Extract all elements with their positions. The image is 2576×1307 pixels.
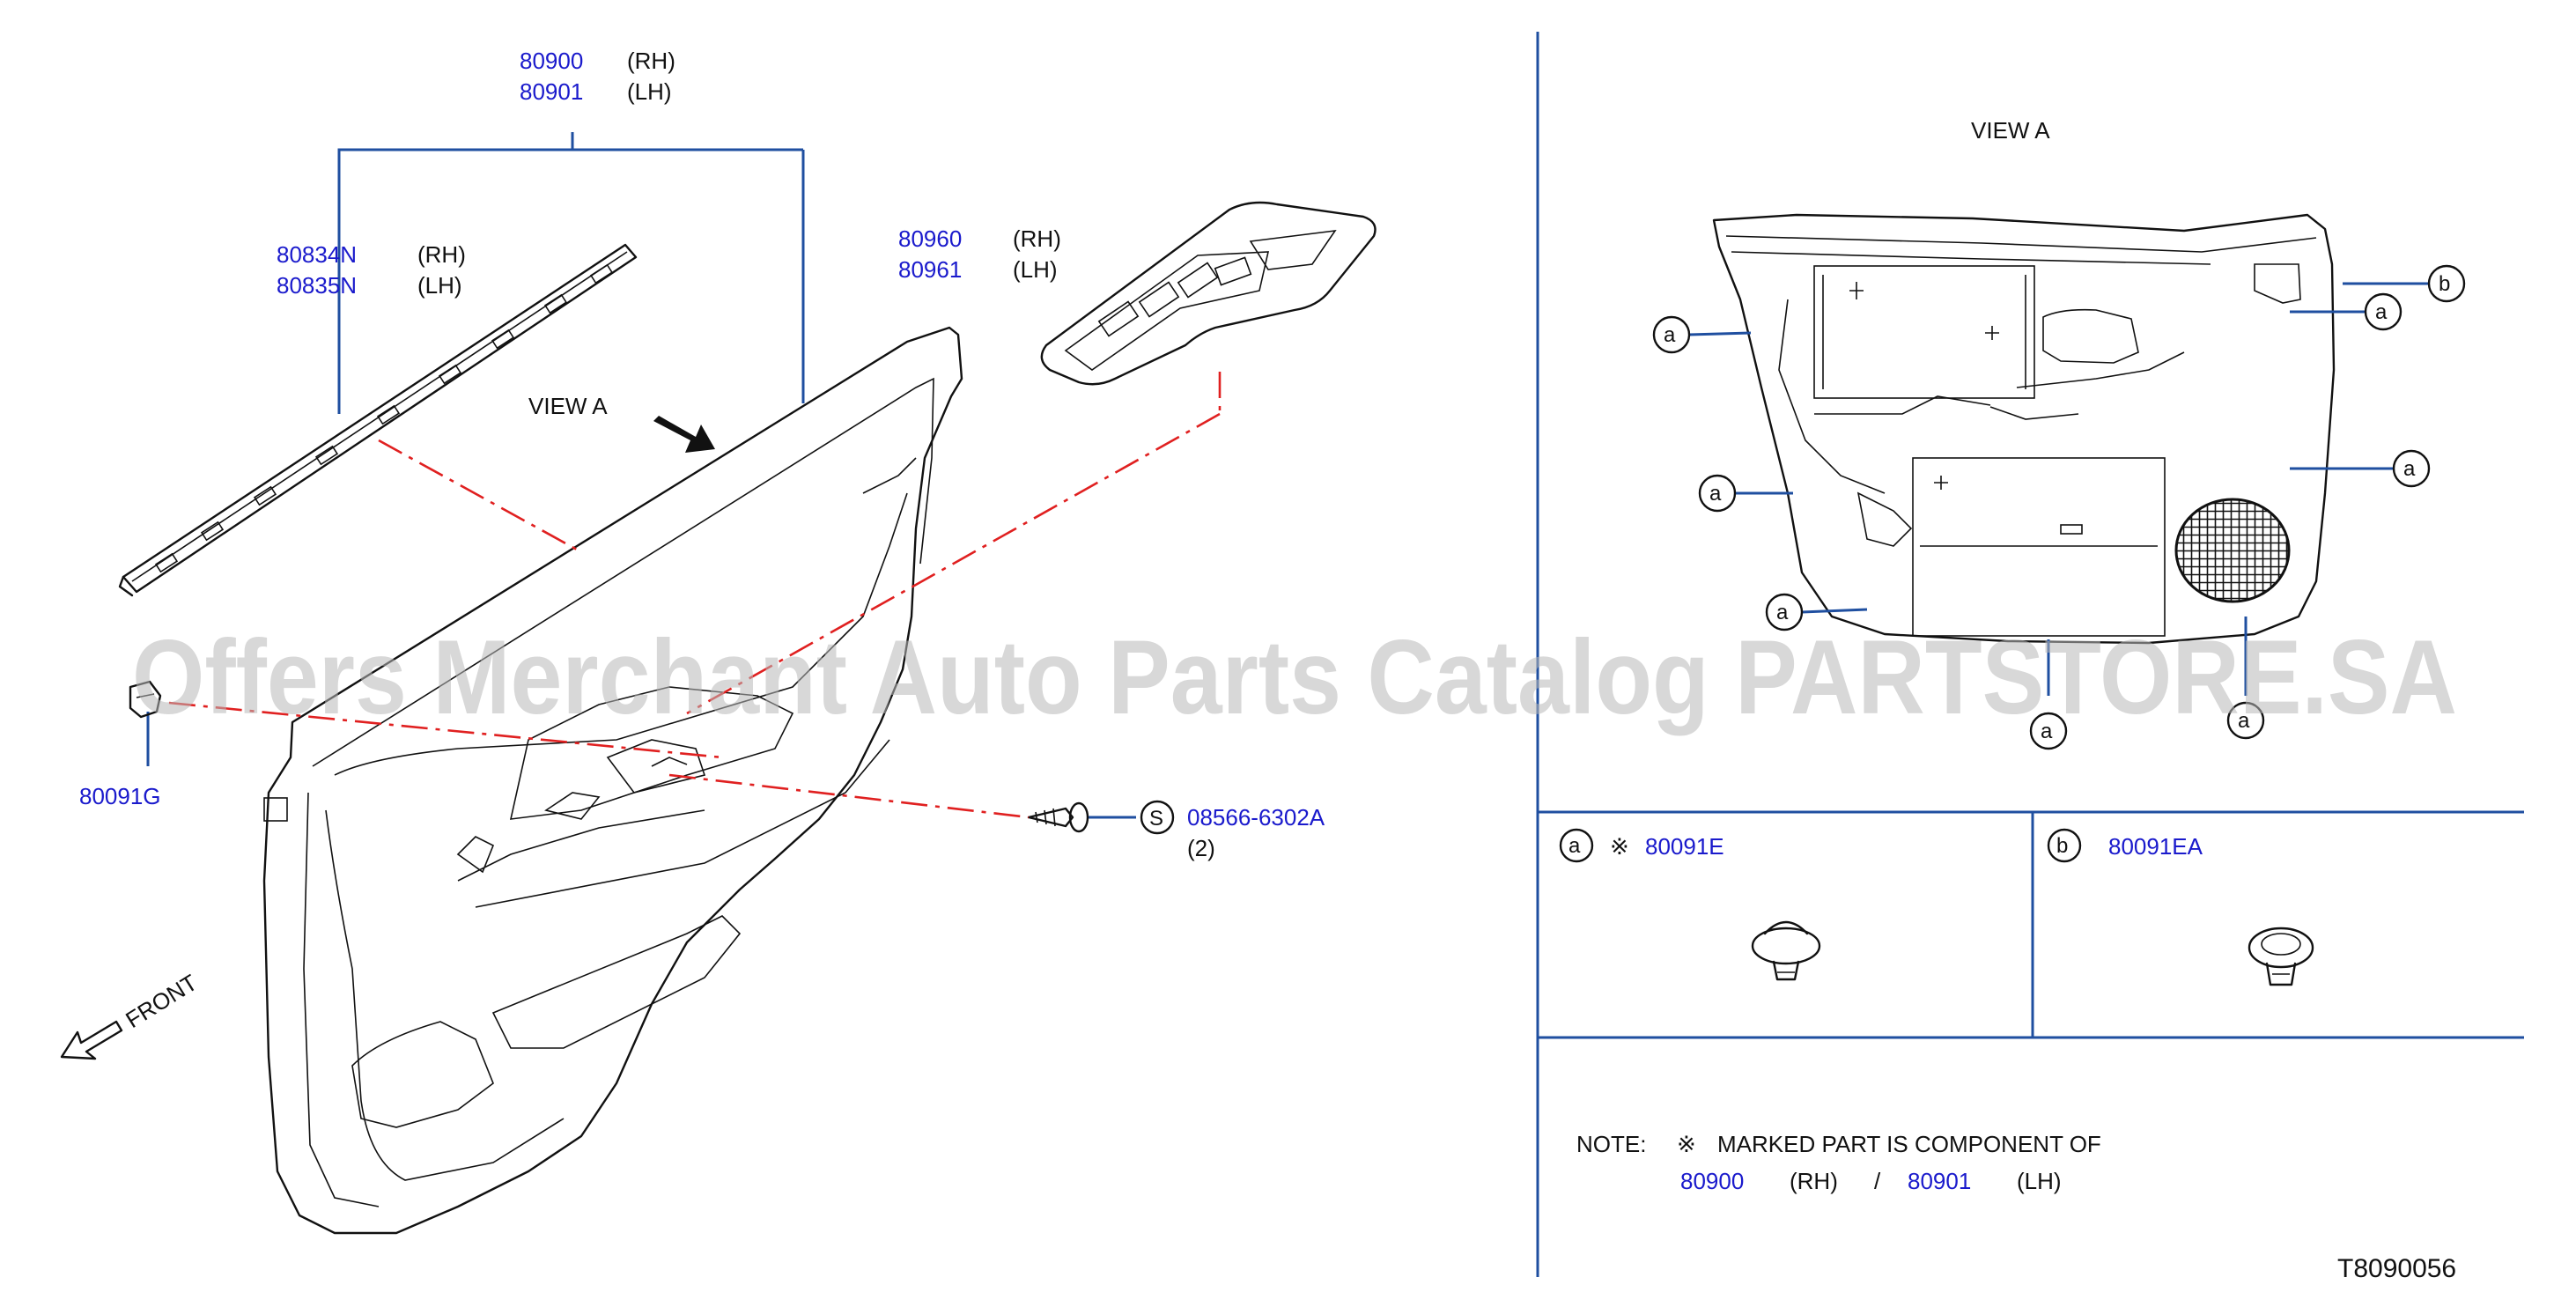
clip-marker-a: a [2364,292,2403,331]
front-label: FRONT [121,969,202,1033]
svg-text:a: a [2375,300,2388,324]
note-prefix: NOTE: [1576,1131,1646,1157]
part-number-80835N: 80835N [277,272,357,299]
side-rh: (RH) [627,48,675,74]
side-lh: (LH) [417,272,462,299]
part-number-80901: 80901 [520,78,583,105]
svg-text:a: a [2238,709,2250,733]
note-part-lh: 80901 [1908,1168,1971,1194]
view-a-frame [1536,32,2524,1277]
view-arrow-icon [653,416,715,453]
label-80960-group: 80960 (RH) 80961 (LH) [898,225,1061,283]
clip-marker-a: a [2029,712,2068,750]
part-number-80091E: 80091E [1645,833,1724,860]
door-trim-panel [262,326,963,1235]
side-lh: (LH) [1013,256,1058,283]
note-separator: / [1874,1168,1881,1194]
side-lh: (LH) [627,78,672,105]
part-number-80834N: 80834N [277,241,357,268]
svg-text:a: a [1664,323,1676,347]
component-mark-icon: ※ [1677,1131,1696,1157]
clip-marker-a: a [1652,315,1691,354]
screw-callout: S 08566-6302A (2) [1140,800,1325,861]
note-side-rh: (RH) [1790,1168,1838,1194]
svg-text:b: b [2439,272,2450,296]
svg-text:a: a [2403,457,2416,481]
alignment-lines [168,372,1222,819]
clip-80091G [129,680,162,719]
speaker-grille [2174,498,2291,603]
leader-lines [146,132,1136,819]
watermark-text: Offers Merchant Auto Parts Catalog PARTS… [132,618,2457,736]
part-number-80960: 80960 [898,225,962,252]
svg-text:a: a [2041,720,2053,743]
clip-marker-a: a [2392,449,2431,488]
window-moulding-strip [118,243,638,597]
clip-b-marker: b [2056,834,2068,858]
part-number-08566-6302A: 08566-6302A [1187,804,1325,831]
screw-quantity: (2) [1187,835,1215,861]
clip-marker-b: b [2427,264,2466,303]
part-number-80961: 80961 [898,256,962,283]
note-side-lh: (LH) [2017,1168,2062,1194]
clip-marker-a: a [1698,474,1737,513]
view-a-label-right: VIEW A [1971,117,2050,144]
note-part-rh: 80900 [1680,1168,1744,1194]
svg-text:a: a [1776,601,1789,624]
note-text: MARKED PART IS COMPONENT OF [1717,1131,2101,1157]
side-rh: (RH) [1013,225,1061,252]
note-block: NOTE: ※ MARKED PART IS COMPONENT OF 8090… [1576,1131,2101,1194]
label-80900-group: 80900 (RH) 80901 (LH) [520,48,675,105]
drawing-code: T8090056 [2337,1254,2456,1283]
part-number-80091G: 80091G [79,783,161,809]
switch-bezel [1040,201,1377,386]
part-number-80900: 80900 [520,48,583,74]
clip-callouts: a a a a a a a b [1652,264,2466,750]
svg-text:a: a [1709,482,1722,506]
door-panel-back-view [1712,213,2336,645]
side-rh: (RH) [417,241,466,268]
front-direction-indicator: FRONT [60,969,202,1060]
label-80834N-group: 80834N (RH) 80835N (LH) [277,241,466,299]
screw-marker: S [1149,807,1163,831]
clip-marker-a: a [2226,701,2265,740]
clip-detail-a: a ※ 80091E [1559,828,1821,981]
screw-08566-6302A [1027,801,1089,833]
component-mark-icon: ※ [1610,833,1629,860]
clip-marker-a: a [1765,593,1804,631]
view-a-label-left: VIEW A [528,393,608,419]
part-number-80091EA: 80091EA [2108,833,2203,860]
front-arrow-icon [60,1020,123,1060]
clip-a-marker: a [1568,834,1581,858]
clip-detail-b: b 80091EA [2047,828,2314,986]
